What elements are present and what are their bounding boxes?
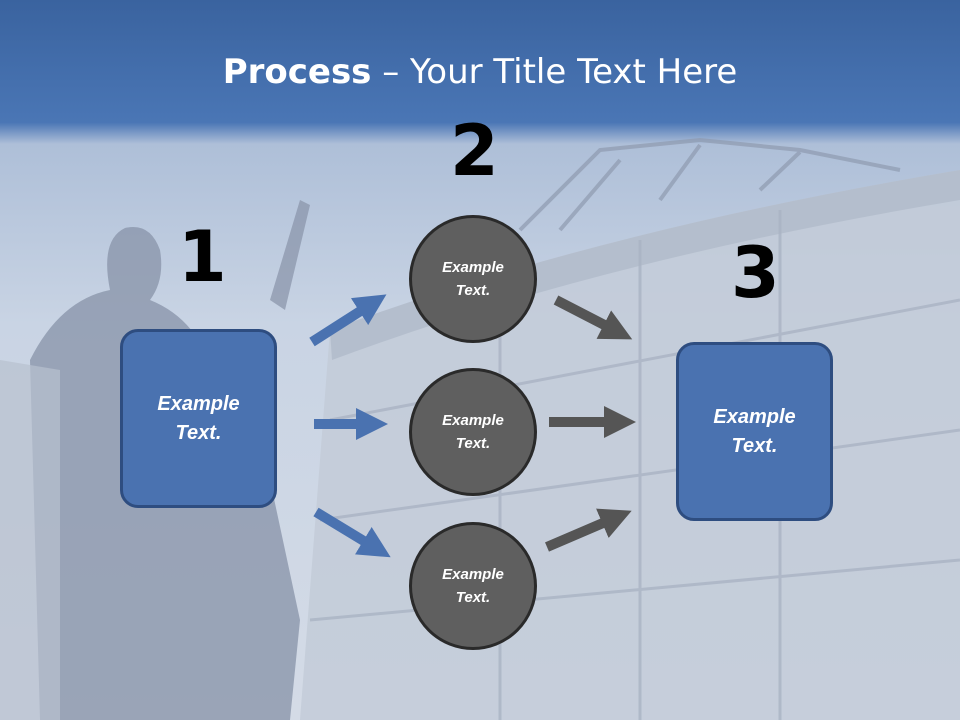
step-3-label-line1: Example [713, 405, 796, 428]
step-number-3: 3 [731, 232, 780, 314]
step-number-1: 1 [178, 216, 227, 298]
arrow-step1-to-circle3 [313, 507, 391, 558]
title-bold: Process [222, 52, 372, 92]
circle-2-label-line2: Text. [455, 435, 491, 452]
circle-3-label-line1: Example [442, 566, 504, 583]
page-title: Process – Your Title Text Here [0, 52, 960, 92]
arrow-circle1-to-step3 [553, 295, 633, 340]
arrow-step1-to-circle1 [309, 294, 387, 347]
circle-1-label-line1: Example [442, 259, 504, 276]
step-1-label-line2: Text. [175, 421, 222, 444]
circle-2-label-line1: Example [442, 412, 504, 429]
circle-3-label-line2: Text. [455, 589, 491, 606]
circle-1-label-line2: Text. [455, 282, 491, 299]
arrow-circle3-to-step3 [545, 508, 632, 552]
step-3-label-line2: Text. [731, 434, 778, 457]
title-rest: – Your Title Text Here [371, 52, 738, 92]
step-number-2: 2 [450, 110, 499, 192]
step-1-label-line1: Example [157, 392, 240, 415]
